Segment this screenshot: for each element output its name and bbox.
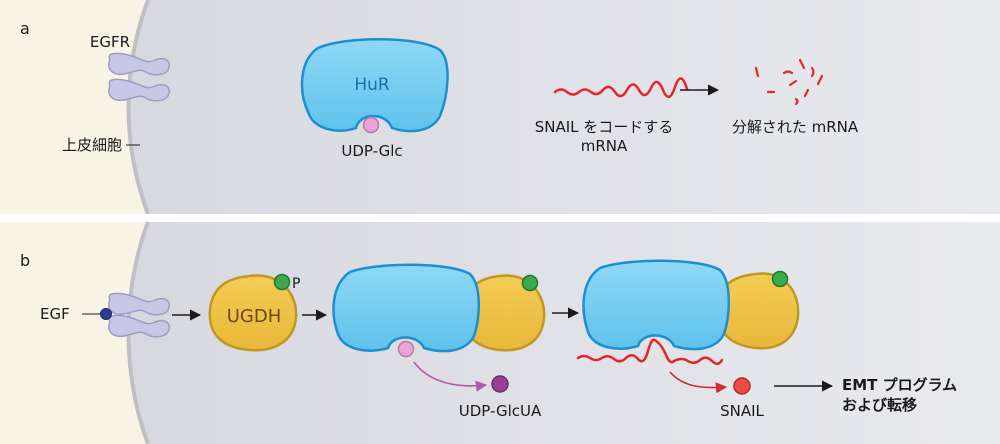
translation-arrow: [669, 371, 728, 394]
hur-in-complex-2: [582, 259, 731, 351]
egfr-receptor-icon: [108, 52, 170, 102]
snail-mrna-label-line1: SNAIL をコードする: [535, 118, 674, 136]
hur-protein: [300, 38, 449, 133]
egf-label: EGF: [40, 305, 70, 323]
cell-membrane: [126, 0, 150, 215]
egfr-receptor-icon: [108, 292, 170, 338]
egfr-label: EGFR: [90, 33, 130, 51]
udp-glcua-label: UDP-GlcUA: [459, 402, 542, 420]
phosphate-group: [273, 273, 291, 291]
degraded-mrna-fragments: [754, 58, 824, 106]
bound-snail-mrna: [576, 338, 724, 365]
degraded-mrna-label: 分解された mRNA: [732, 118, 859, 136]
ugdh-protein: [208, 274, 298, 352]
phosphate-group-complex-2: [771, 270, 789, 288]
extracellular-space-b: [0, 222, 148, 444]
panel-letter-b: b: [20, 251, 30, 270]
udp-glcua-molecule: [491, 375, 509, 393]
snail-mrna-strand: [553, 77, 689, 98]
udp-glc-bound: [397, 340, 415, 358]
cytoplasm-background: [0, 0, 1000, 214]
phosphate-group-complex-1: [521, 274, 539, 292]
snail-mrna-label-line2: mRNA: [581, 137, 628, 155]
phosphate-label: P: [292, 276, 300, 292]
hur-in-complex-1: [332, 263, 481, 353]
epithelial-cell-label: 上皮細胞: [62, 136, 122, 154]
conversion-arrow: [413, 361, 488, 392]
panel-b: b EGF UGDH P UDP-GlcUA SNA: [0, 221, 1000, 444]
hur-label: HuR: [354, 75, 390, 95]
panel-divider: [0, 214, 1000, 222]
snail-label: SNAIL: [720, 402, 764, 420]
extracellular-space: [0, 0, 148, 214]
snail-protein: [733, 377, 751, 395]
panel-a: a EGFR 上皮細胞 HuR UDP-Glc SNAIL をコードする mRN…: [0, 0, 1000, 215]
emt-label-line1: EMT プログラム: [842, 376, 957, 394]
panel-letter: a: [20, 19, 30, 38]
udp-glc-label: UDP-Glc: [341, 142, 402, 160]
ugdh-label: UGDH: [227, 306, 282, 327]
udp-glc-molecule: [362, 116, 380, 134]
emt-label-line2: および転移: [842, 396, 917, 414]
egf-ligand: [100, 308, 112, 320]
